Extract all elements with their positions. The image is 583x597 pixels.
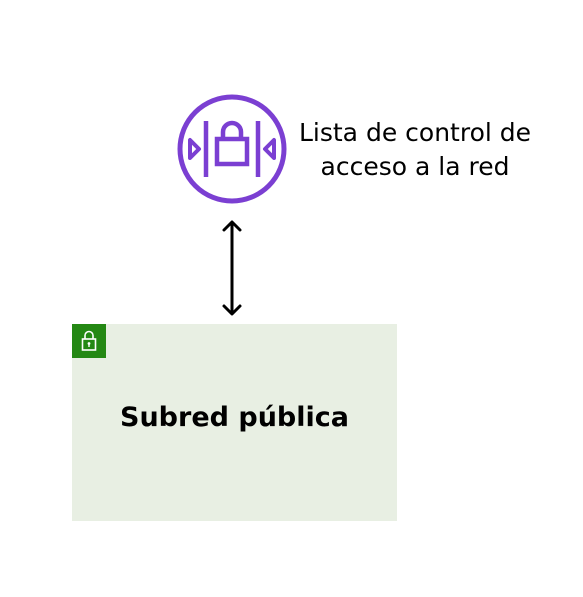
lock-icon [72, 324, 106, 358]
network-acl-icon [176, 93, 288, 205]
network-acl-label: Lista de control de acceso a la red [296, 116, 534, 184]
network-acl-label-line-1: Lista de control de [298, 118, 532, 147]
bidirectional-arrow-icon [218, 218, 246, 318]
public-subnet-title: Subred pública [120, 402, 349, 433]
public-subnet-group: Subred pública [72, 324, 397, 521]
network-acl-label-line-2: acceso a la red [320, 152, 510, 181]
